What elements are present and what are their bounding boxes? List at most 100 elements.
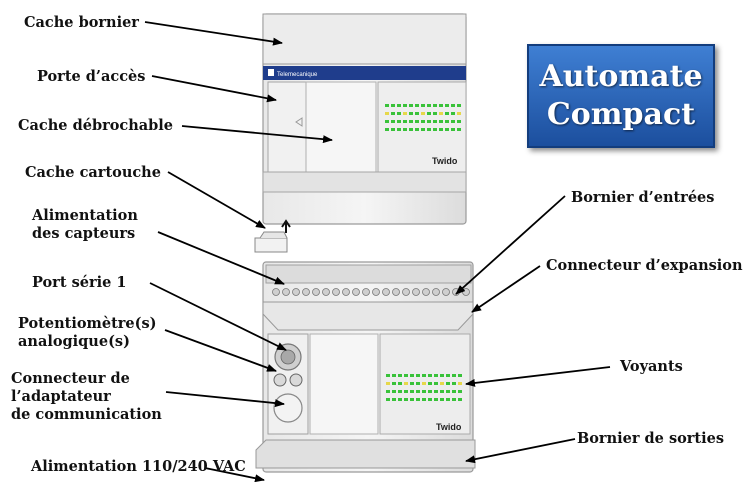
terminal-screw: [392, 288, 400, 296]
led-indicator: [433, 128, 437, 131]
removable-cover: [305, 81, 377, 173]
terminal-screw: [412, 288, 420, 296]
brand-text: Telemecanique: [277, 72, 318, 78]
led-indicator: [416, 374, 420, 377]
led-indicator: [391, 104, 395, 107]
led-indicator: [404, 374, 408, 377]
led-indicator: [385, 104, 389, 107]
led-indicator: [440, 398, 444, 401]
label-alimentation-capteurs: Alimentation des capteurs: [32, 207, 138, 242]
led-indicator: [452, 374, 456, 377]
terminal-screw: [292, 288, 300, 296]
title-line-2: Compact: [546, 97, 696, 132]
arrow-bornier-sorties: [465, 438, 576, 464]
led-indicator: [409, 120, 413, 123]
led-indicator: [428, 390, 432, 393]
terminal-screw: [342, 288, 350, 296]
led-indicator: [415, 112, 419, 115]
led-indicator: [415, 120, 419, 123]
led-indicator: [458, 398, 462, 401]
terminal-screw: [322, 288, 330, 296]
led-indicator: [385, 120, 389, 123]
led-indicator: [416, 398, 420, 401]
led-indicator: [451, 128, 455, 131]
terminal-screw: [432, 288, 440, 296]
led-indicator: [392, 390, 396, 393]
led-indicator: [416, 382, 420, 385]
led-indicator: [427, 120, 431, 123]
led-indicator: [392, 382, 396, 385]
led-indicator: [392, 398, 396, 401]
label-bornier-sorties: Bornier de sorties: [577, 430, 725, 447]
top-led-panel: [385, 104, 461, 131]
label-cache-debrochable: Cache débrochable: [18, 117, 174, 134]
led-indicator: [391, 112, 395, 115]
led-indicator: [392, 374, 396, 377]
led-indicator: [428, 398, 432, 401]
label-connecteur-adaptateur: Connecteur de l’adaptateur de communicat…: [11, 370, 162, 423]
led-indicator: [386, 390, 390, 393]
led-indicator: [433, 112, 437, 115]
led-indicator: [398, 374, 402, 377]
led-indicator: [398, 390, 402, 393]
led-indicator: [415, 104, 419, 107]
terminal-screw: [382, 288, 390, 296]
terminal-screw: [282, 288, 290, 296]
led-indicator: [457, 128, 461, 131]
led-indicator: [433, 104, 437, 107]
led-indicator: [458, 390, 462, 393]
led-indicator: [439, 112, 443, 115]
terminal-screw: [332, 288, 340, 296]
led-indicator: [386, 382, 390, 385]
led-indicator: [457, 104, 461, 107]
led-indicator: [398, 398, 402, 401]
led-indicator: [422, 398, 426, 401]
led-indicator: [410, 382, 414, 385]
led-indicator: [410, 398, 414, 401]
terminal-screw: [462, 288, 470, 296]
terminal-screw: [402, 288, 410, 296]
led-indicator: [403, 128, 407, 131]
led-indicator: [398, 382, 402, 385]
led-indicator: [391, 128, 395, 131]
terminal-screw: [312, 288, 320, 296]
led-indicator: [451, 104, 455, 107]
twido-logo-top: Twido: [432, 156, 458, 166]
led-indicator: [446, 390, 450, 393]
led-indicator: [440, 374, 444, 377]
up-arrow-icon: [281, 219, 291, 233]
led-indicator: [439, 120, 443, 123]
led-indicator: [452, 398, 456, 401]
led-indicator: [434, 374, 438, 377]
led-indicator: [385, 112, 389, 115]
leader-arrows: [144, 21, 611, 483]
led-indicator: [428, 374, 432, 377]
terminal-screw: [272, 288, 280, 296]
open-door: [262, 301, 474, 331]
led-indicator: [445, 104, 449, 107]
led-indicator: [440, 390, 444, 393]
cartridge-cover-slot: [262, 171, 467, 193]
bottom-module: Twido: [255, 261, 476, 473]
led-indicator: [397, 112, 401, 115]
led-indicator: [451, 120, 455, 123]
led-indicator: [403, 104, 407, 107]
led-indicator: [397, 104, 401, 107]
door-arrow-icon: [295, 117, 303, 127]
led-indicator: [416, 390, 420, 393]
led-indicator: [458, 382, 462, 385]
led-indicator: [421, 128, 425, 131]
led-indicator: [428, 382, 432, 385]
label-connecteur-expansion: Connecteur d’expansion: [546, 257, 743, 274]
twido-logo-bottom: Twido: [436, 422, 462, 432]
label-cache-bornier: Cache bornier: [24, 14, 139, 31]
led-indicator: [404, 382, 408, 385]
arrow-alimentation-capteurs: [157, 231, 285, 285]
terminal-screw: [302, 288, 310, 296]
arrow-connecteur-expansion: [471, 265, 541, 313]
led-indicator: [422, 390, 426, 393]
label-potentiometres: Potentiomètre(s) analogique(s): [18, 315, 157, 350]
led-indicator: [409, 128, 413, 131]
